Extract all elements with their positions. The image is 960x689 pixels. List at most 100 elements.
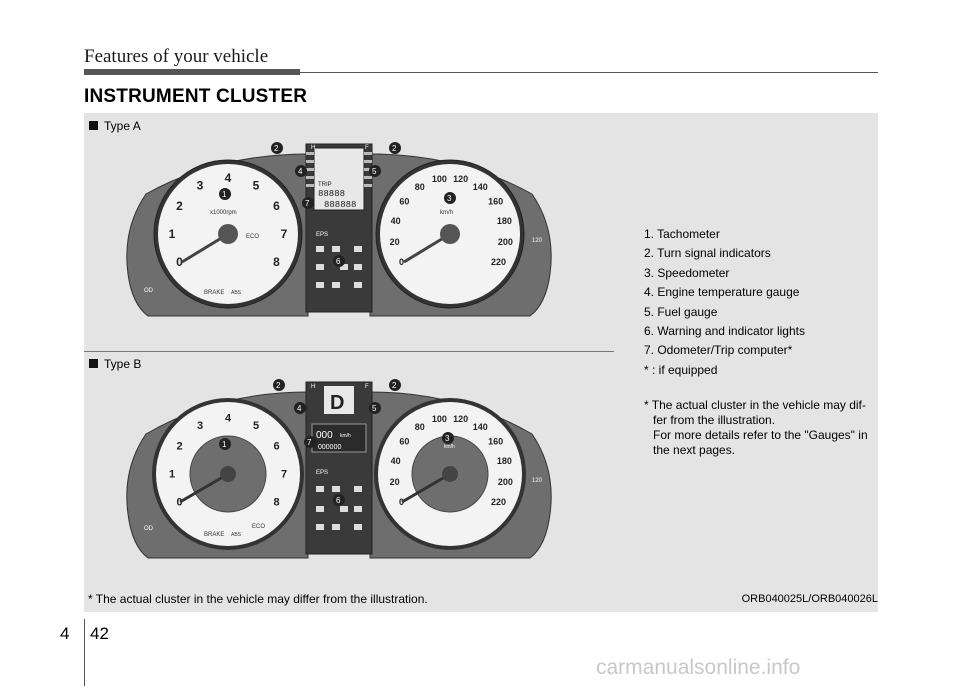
- speed-unit: km/h: [440, 210, 453, 216]
- dial-tick-label: 160: [488, 197, 503, 207]
- dial-tick-label: 100: [432, 174, 447, 184]
- dial-tick-label: 2: [176, 199, 183, 213]
- dial-tick-label: 20: [390, 477, 400, 487]
- temp-hot-label: H: [311, 145, 315, 151]
- dial-tick-label: 7: [281, 227, 288, 241]
- dial-tick-label: 7: [281, 469, 287, 481]
- speedometer-b-hub: [442, 466, 458, 482]
- dial-tick-label: 0: [176, 255, 183, 269]
- dial-tick-label: 20: [390, 237, 400, 247]
- eps-label: EPS: [316, 232, 328, 238]
- dial-tick-label: 4: [225, 171, 232, 185]
- note-line: the next pages.: [653, 443, 736, 457]
- trip-label: TRIP: [318, 182, 332, 188]
- cluster-a-fuel-bars: [364, 152, 372, 187]
- callout-5: 5: [372, 167, 377, 176]
- dial-tick-label: 8: [273, 255, 280, 269]
- dial-tick-label: 40: [391, 216, 401, 226]
- callout-3: 3: [447, 194, 452, 203]
- legend-item: 6. Warning and indicator lights: [644, 324, 805, 339]
- type-b-label: Type B: [89, 357, 141, 371]
- type-a-label: Type A: [89, 119, 141, 133]
- dial-tick-label: 5: [253, 179, 260, 193]
- speed-limit-label-b: 120: [532, 478, 543, 484]
- callout-badges-b: 1 2 2 3 4 5 6 7: [219, 379, 454, 506]
- dial-tick-label: 200: [498, 237, 513, 247]
- callout-7: 7: [305, 199, 310, 208]
- page-section-number: 4: [60, 624, 70, 643]
- speed-digits: 000: [316, 430, 333, 441]
- dial-tick-label: 8: [273, 497, 279, 509]
- dial-tick-label: 120: [453, 414, 468, 424]
- dial-tick-label: 3: [197, 420, 203, 432]
- dial-tick-label: 80: [415, 182, 425, 192]
- callout-b-6: 6: [336, 496, 341, 505]
- tachometer-hub: [218, 224, 238, 244]
- tach-unit: x1000rpm: [210, 210, 237, 216]
- eco-label: ECO: [246, 234, 259, 240]
- dial-tick-label: 60: [399, 197, 409, 207]
- dial-tick-label: 0: [399, 497, 404, 507]
- eps-label-b: EPS: [316, 470, 328, 476]
- trip-digits: 88888: [318, 189, 345, 199]
- dial-tick-label: 0: [176, 497, 182, 509]
- dial-tick-label: 3: [197, 179, 204, 193]
- page-title: INSTRUMENT CLUSTER: [84, 86, 308, 107]
- callout-2-left: 2: [274, 144, 279, 153]
- page-number-rule: [84, 619, 85, 686]
- callout-b-2-right: 2: [392, 381, 397, 390]
- callout-b-5: 5: [372, 404, 377, 413]
- brake-label-b: BRAKE: [204, 532, 224, 538]
- dial-tick-label: 200: [498, 477, 513, 487]
- square-bullet-icon: [89, 359, 98, 368]
- type-b-text: Type B: [104, 357, 142, 371]
- callout-b-7: 7: [307, 438, 312, 447]
- legend-item: 5. Fuel gauge: [644, 304, 718, 319]
- dial-tick-label: 6: [273, 199, 280, 213]
- note-line: For more details refer to the "Gauges" i…: [653, 428, 868, 442]
- trip-display: [311, 423, 367, 453]
- callout-2-right: 2: [392, 144, 397, 153]
- legend-item: 4. Engine temperature gauge: [644, 285, 800, 300]
- callout-b-1: 1: [222, 440, 227, 449]
- page-number: 42: [90, 624, 109, 643]
- od-label: OD: [144, 288, 154, 294]
- dial-tick-label: 4: [225, 413, 232, 425]
- abs-label-b: ABS: [231, 532, 242, 538]
- eco-label-b: ECO: [252, 524, 265, 530]
- dial-tick-label: 120: [453, 174, 468, 184]
- dial-tick-label: 140: [473, 422, 488, 432]
- warning-light-icons: [316, 246, 362, 288]
- abs-label: ABS: [231, 290, 242, 296]
- note-line: * The actual cluster in the vehicle may …: [644, 398, 866, 412]
- callout-1: 1: [222, 190, 227, 199]
- fuel-full-label: F: [365, 145, 369, 151]
- odo-digits: 888888: [324, 200, 356, 210]
- fuel-full-label-b: F: [365, 384, 369, 390]
- cluster-note: * The actual cluster in the vehicle may …: [644, 398, 878, 458]
- dial-tick-label: 160: [488, 437, 503, 447]
- image-code: ORB040025L/ORB040026L: [741, 593, 878, 605]
- dial-tick-label: 140: [473, 182, 488, 192]
- header-bar: [84, 69, 300, 75]
- header-rule: [300, 72, 878, 73]
- legend-item: * : if equipped: [644, 362, 718, 377]
- dial-tick-label: 220: [491, 257, 506, 267]
- speedometer-b-needle: [401, 472, 451, 504]
- od-label-b: OD: [144, 526, 154, 532]
- dial-tick-label: 40: [391, 456, 401, 466]
- panel-divider: [84, 351, 614, 352]
- legend-item: 7. Odometer/Trip computer*: [644, 343, 793, 358]
- speedometer-hub: [440, 224, 460, 244]
- speed-limit-label: 120: [532, 238, 543, 244]
- dial-tick-label: 60: [399, 437, 409, 447]
- gear-indicator: D: [330, 392, 344, 414]
- legend-list: 1. Tachometer 2. Turn signal indicators …: [644, 225, 805, 380]
- dial-tick-label: 1: [169, 469, 175, 481]
- odo-digits-b: 000000: [318, 444, 341, 451]
